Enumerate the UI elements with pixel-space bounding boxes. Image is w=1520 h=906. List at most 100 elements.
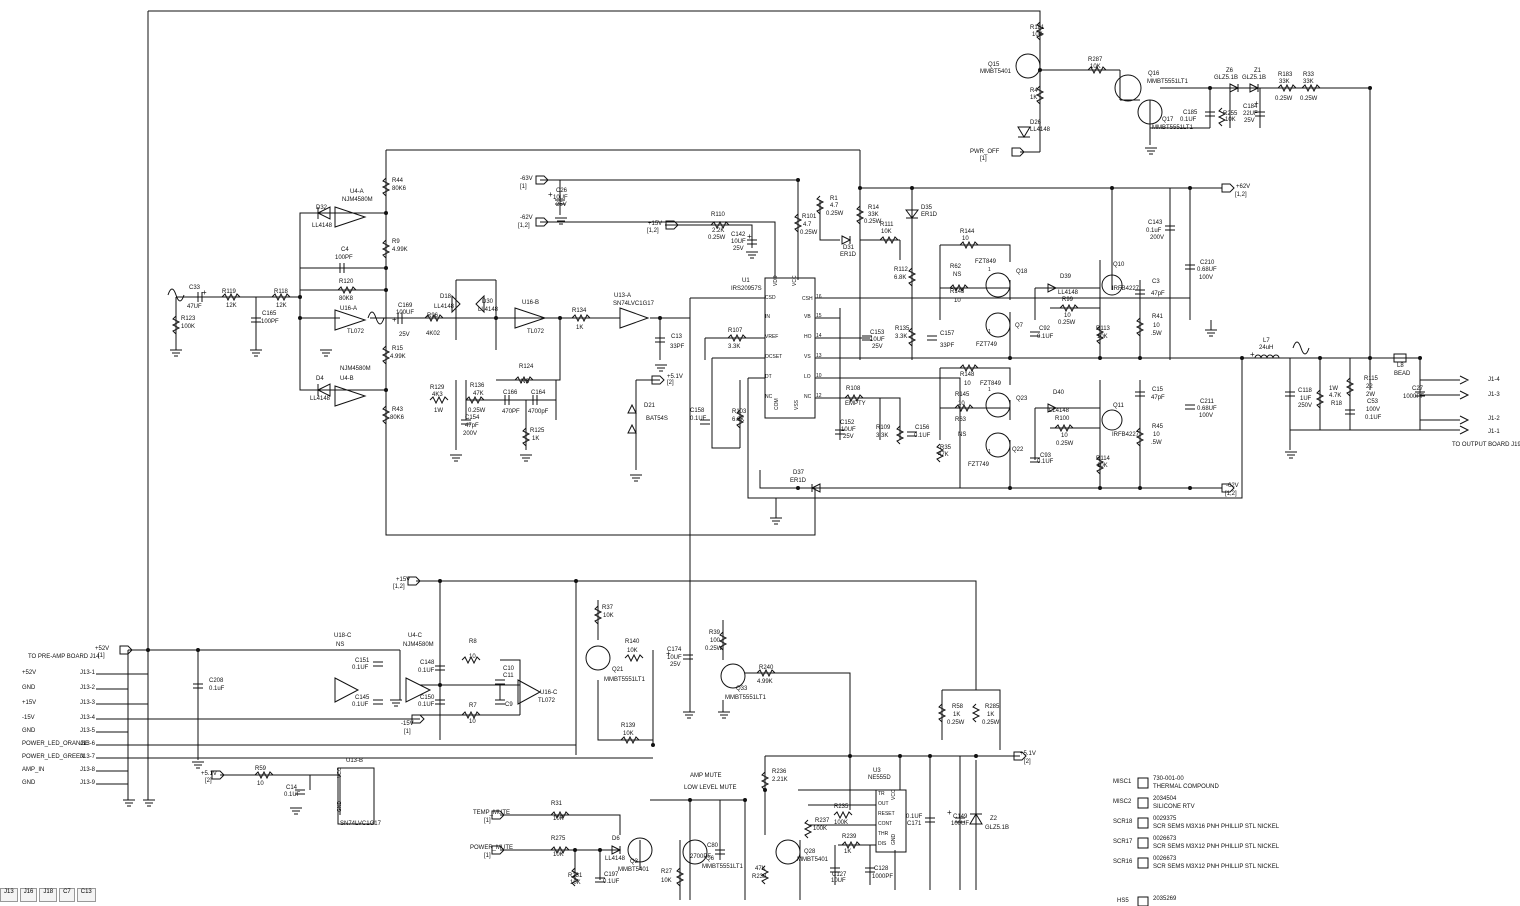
schematic-label: +5.1V bbox=[667, 374, 683, 380]
schematic-label: GND bbox=[891, 834, 897, 846]
schematic-label: 200V bbox=[463, 431, 477, 437]
schematic-label: U4-C bbox=[408, 633, 423, 639]
schematic-label: CSD bbox=[765, 295, 776, 301]
schematic-label: 4.99K bbox=[757, 679, 773, 685]
schematic-label: R145 bbox=[955, 392, 970, 398]
schematic-label: + bbox=[747, 232, 752, 241]
schematic-label: J1-1 bbox=[1488, 429, 1500, 435]
component-symbols bbox=[119, 21, 1470, 906]
schematic-label: 47pF bbox=[1151, 395, 1165, 401]
schematic-label: NJM4580M bbox=[403, 642, 434, 648]
schematic-label: THERMAL COMPOUND bbox=[1153, 784, 1219, 790]
schematic-label: C152 bbox=[840, 420, 855, 426]
schematic-label: SN74LVC1G17 bbox=[613, 301, 655, 307]
schematic-label: 25V bbox=[733, 246, 744, 252]
schematic-label: TO OUTPUT BOARD J19 bbox=[1452, 442, 1520, 448]
schematic-label: R124 bbox=[519, 364, 534, 370]
sheet-tab[interactable]: C7 bbox=[59, 888, 75, 902]
schematic-label: 25V bbox=[872, 344, 883, 350]
schematic-label: R96 bbox=[427, 313, 439, 319]
schematic-label: 10K bbox=[627, 648, 638, 654]
schematic-label: R118 bbox=[274, 289, 289, 295]
schematic-label: 0.1uF bbox=[209, 686, 225, 692]
schematic-label: Q23 bbox=[1016, 396, 1028, 402]
schematic-label: 10UF bbox=[731, 239, 746, 245]
sheet-tab[interactable]: J18 bbox=[39, 888, 58, 902]
schematic-label: 0.25W bbox=[864, 219, 882, 225]
schematic-label: [2] bbox=[667, 380, 674, 386]
schematic-label: 1 bbox=[988, 329, 991, 335]
schematic-label: 22UF bbox=[1243, 111, 1258, 117]
schematic-label: R113 bbox=[1096, 326, 1111, 332]
schematic-label: + bbox=[947, 808, 952, 817]
schematic-label: R134 bbox=[572, 308, 587, 314]
schematic-label: 0.1uF bbox=[1146, 228, 1162, 234]
schematic-label: HO bbox=[804, 334, 812, 340]
schematic-label: 0.25W bbox=[705, 646, 723, 652]
schematic-label: TO PRE-AMP BOARD J14 bbox=[28, 654, 100, 660]
schematic-label: 6.8K bbox=[732, 417, 744, 423]
schematic-label: R1 bbox=[830, 196, 838, 202]
schematic-label: [1] bbox=[404, 729, 411, 735]
schematic-label: R108 bbox=[846, 386, 861, 392]
component-labels: R18110KQ15MMBT5401R28710KQ16MMBT5551LT1Z… bbox=[22, 25, 1520, 904]
schematic-label: [1,2] bbox=[518, 223, 530, 229]
schematic-label: U4-B bbox=[340, 376, 354, 382]
schematic-label: R240 bbox=[759, 665, 774, 671]
schematic-label: LL4148 bbox=[1030, 127, 1051, 133]
sheet-tab[interactable]: J16 bbox=[19, 888, 38, 902]
schematic-label: 47pF bbox=[465, 423, 479, 429]
schematic-label: C9 bbox=[505, 702, 513, 708]
schematic-label: C158 bbox=[690, 408, 705, 414]
schematic-label: J1-2 bbox=[1488, 416, 1500, 422]
schematic-label: VCC bbox=[792, 275, 798, 286]
schematic-label: VCC bbox=[337, 767, 343, 778]
schematic-label: 0.1UF bbox=[352, 702, 369, 708]
schematic-label: 1W bbox=[434, 408, 443, 414]
schematic-label: C13 bbox=[671, 334, 683, 340]
schematic-label: J1-3 bbox=[1488, 392, 1500, 398]
schematic-label: 10 bbox=[1153, 432, 1160, 438]
schematic-label: 47K bbox=[755, 866, 766, 872]
schematic-label: POWER_LED_ORANGE bbox=[22, 741, 89, 747]
sheet-tab[interactable]: J13 bbox=[0, 888, 18, 902]
schematic-label: +15V bbox=[648, 221, 662, 227]
schematic-label: 1000PF bbox=[1403, 394, 1424, 400]
schematic-label: TR bbox=[878, 791, 885, 797]
schematic-label: C166 bbox=[503, 390, 518, 396]
schematic-label: R275 bbox=[551, 836, 566, 842]
schematic-label: J13-3 bbox=[80, 700, 96, 706]
schematic-label: Q7 bbox=[1015, 323, 1024, 329]
schematic-label: 0.25W bbox=[1300, 96, 1318, 102]
schematic-label: Q28 bbox=[804, 849, 816, 855]
schematic-label: R63 bbox=[955, 417, 967, 423]
schematic-label: 10K bbox=[1097, 334, 1108, 340]
schematic-label: 0.25W bbox=[982, 720, 1000, 726]
schematic-label: LL4148 bbox=[310, 396, 331, 402]
schematic-label: U4-A bbox=[350, 189, 364, 195]
schematic-label: R123 bbox=[181, 316, 196, 322]
schematic-label: 47K bbox=[473, 391, 484, 397]
schematic-label: C174 bbox=[667, 647, 682, 653]
schematic-label: 3.3K bbox=[876, 433, 888, 439]
schematic-label: 0.25W bbox=[1056, 441, 1074, 447]
schematic-label: SCR17 bbox=[1113, 839, 1133, 845]
schematic-label: 4.7 bbox=[830, 203, 839, 209]
schematic-label: 47pF bbox=[1151, 291, 1165, 297]
schematic-label: OCSET bbox=[765, 354, 782, 360]
schematic-label: R139 bbox=[621, 723, 636, 729]
schematic-label: 0.25W bbox=[1275, 96, 1293, 102]
schematic-label: 10K bbox=[1225, 117, 1236, 123]
schematic-label: R59 bbox=[255, 766, 267, 772]
schematic-label: R238 bbox=[752, 874, 767, 880]
schematic-label: R112 bbox=[894, 267, 909, 273]
schematic-label: 10K bbox=[570, 880, 581, 886]
schematic-label: U1 bbox=[742, 278, 750, 284]
schematic-label: R4 bbox=[1030, 88, 1038, 94]
schematic-label: C148 bbox=[420, 660, 435, 666]
schematic-label: GND bbox=[22, 780, 36, 786]
schematic-label: 2.21K bbox=[772, 777, 788, 783]
schematic-label: C118 bbox=[1298, 388, 1313, 394]
schematic-label: 100V bbox=[1366, 407, 1380, 413]
sheet-tab[interactable]: C13 bbox=[76, 888, 96, 902]
